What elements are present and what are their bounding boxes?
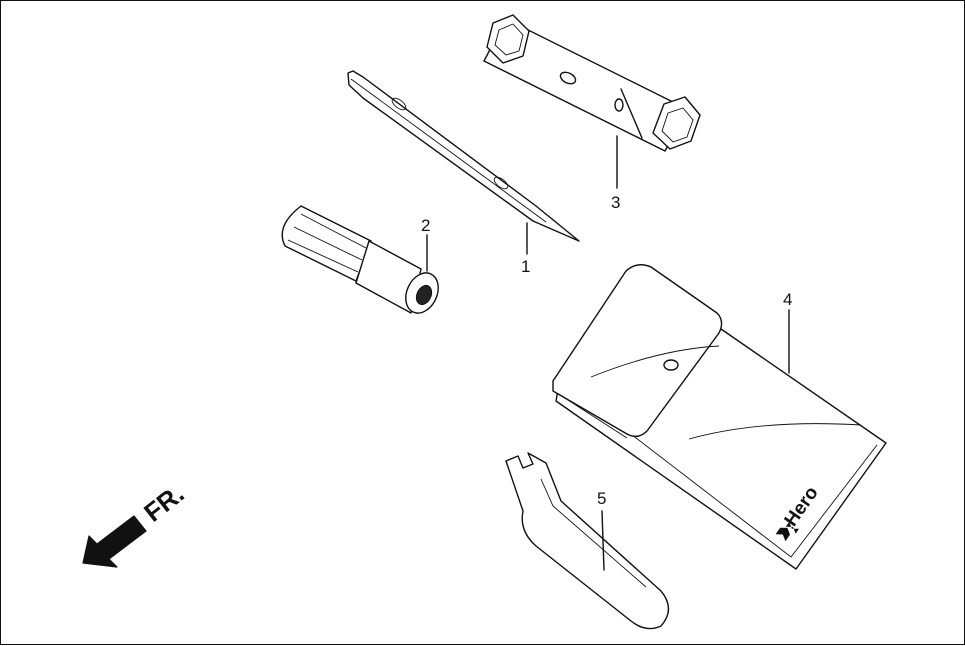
callout-5: 5 xyxy=(597,489,606,508)
callout-5-leader xyxy=(601,510,605,571)
front-arrow-icon xyxy=(82,515,147,568)
hero-logo-mark-icon xyxy=(775,527,791,542)
callout-1: 1 xyxy=(521,257,530,276)
screwdriver-handle xyxy=(281,205,439,314)
callout-4: 4 xyxy=(783,290,792,309)
box-spanner xyxy=(483,14,701,152)
front-label: FR. xyxy=(138,478,189,527)
callout-2: 2 xyxy=(421,216,430,235)
screwdriver-bit xyxy=(347,70,580,242)
tool-pouch xyxy=(552,264,887,570)
front-direction-indicator: FR. xyxy=(82,478,190,568)
hook-spanner xyxy=(505,452,670,630)
callout-3: 3 xyxy=(611,193,620,212)
